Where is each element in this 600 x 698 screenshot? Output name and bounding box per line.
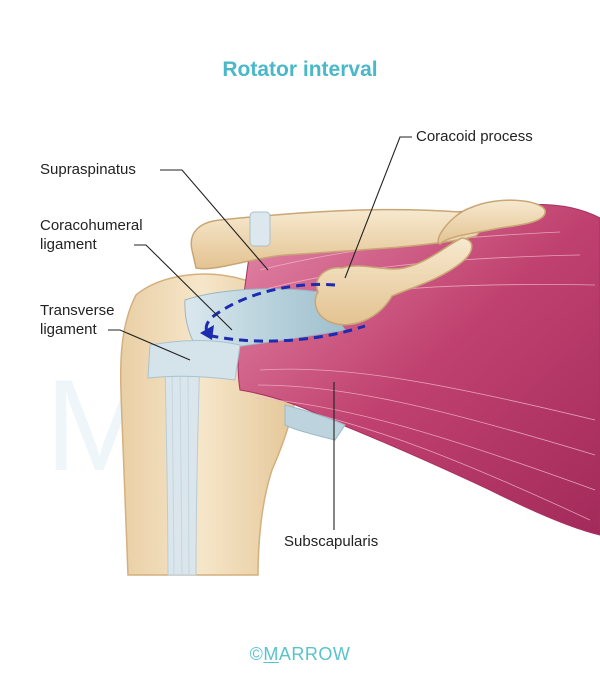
copyright-symbol: © [249, 644, 264, 664]
diagram-title: Rotator interval [222, 58, 378, 81]
biceps-tendon [164, 354, 201, 576]
label-subscapularis: Subscapularis [284, 533, 379, 550]
transverse-ligament [147, 340, 241, 381]
label-transverse-line2: ligament [40, 321, 97, 338]
ac-joint-band [249, 211, 271, 247]
brand-initial: M [263, 644, 279, 664]
rotator-interval-outline [204, 282, 366, 343]
coracohumeral-ligament [184, 288, 346, 353]
label-transverse-line1: Transverse [40, 302, 115, 319]
leader-coracohumeral [134, 244, 233, 331]
brand-rest: ARROW [278, 644, 351, 664]
leader-transverse [108, 329, 191, 361]
label-coracohumeral-line1: Coracohumeral [40, 217, 143, 234]
scapular-spine [437, 199, 546, 245]
leader-supraspinatus [160, 169, 269, 271]
label-supraspinatus: Supraspinatus [40, 161, 136, 178]
leader-coracoid [344, 136, 412, 279]
subscapularis-tendon [284, 404, 346, 441]
label-coracoid-process: Coracoid process [416, 128, 533, 145]
coracoid-process [314, 237, 473, 326]
dashed-arrow-head [200, 325, 214, 340]
marrow-watermark: ©MARROW [0, 644, 600, 665]
label-coracohumeral-line2: ligament [40, 236, 97, 253]
